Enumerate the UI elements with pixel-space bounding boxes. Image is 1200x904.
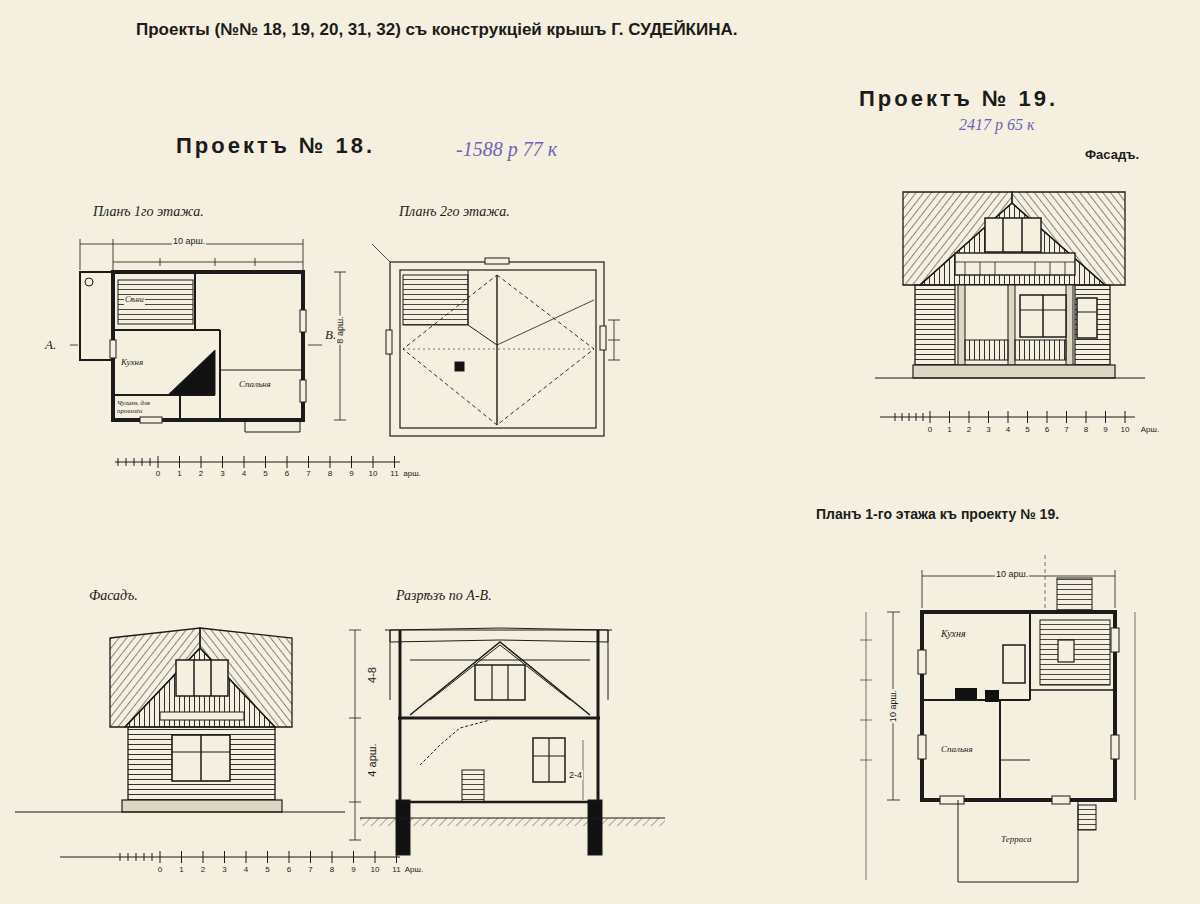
drawing-label: Проектъ № 18. bbox=[175, 133, 376, 158]
scale-number: 11 bbox=[389, 469, 399, 478]
room-label: Спальня bbox=[940, 745, 974, 755]
plan-19-first-floor bbox=[860, 555, 1135, 882]
room-label: Кухня bbox=[940, 628, 967, 639]
scale-number: 8 bbox=[329, 865, 335, 874]
drawing-label: Фасадъ. bbox=[1084, 148, 1140, 163]
scale-number: 1 bbox=[946, 425, 952, 434]
scale-number: 3 bbox=[221, 865, 227, 874]
room-name: Кухня bbox=[941, 628, 966, 639]
scale-number: 2 bbox=[198, 469, 204, 478]
scale-number: 0 bbox=[155, 469, 161, 478]
drawing-label: Планъ 2го этажа. bbox=[398, 204, 511, 220]
scale-number: 10 bbox=[1120, 425, 1131, 434]
scale-number: 6 bbox=[284, 469, 290, 478]
scale-number: 5 bbox=[262, 469, 268, 478]
drawing-label: Планъ 1-го этажа къ проекту № 19. bbox=[815, 506, 1060, 522]
plan-18-first-floor bbox=[70, 239, 346, 432]
sheet-title: Проекты (№№ 18, 19, 20, 31, 32) съ конст… bbox=[135, 20, 738, 40]
drawing-label: 4-8 bbox=[366, 666, 379, 684]
scale-number: 9 bbox=[350, 865, 356, 874]
drawing-label: Проектъ № 19. bbox=[858, 86, 1059, 111]
room-name: Кухня bbox=[121, 358, 143, 368]
drawing-label: 2417 р 65 к bbox=[958, 116, 1035, 134]
drawing-label: 10 арш. bbox=[172, 236, 206, 246]
scale-number: 10 bbox=[368, 469, 379, 478]
scale-number: арш. bbox=[402, 469, 422, 478]
drawing-label: 2-4 bbox=[568, 770, 583, 780]
scale-number: 1 bbox=[176, 469, 182, 478]
scale-number: 9 bbox=[1102, 425, 1108, 434]
scale-number: 0 bbox=[157, 865, 163, 874]
scale-number: 4 bbox=[1005, 425, 1011, 434]
scale-number: 1 bbox=[178, 865, 184, 874]
scale-bar bbox=[115, 456, 400, 468]
drawing-label: 10 арш. bbox=[888, 689, 898, 723]
scale-bar bbox=[60, 851, 400, 863]
scale-number: 4 bbox=[241, 469, 247, 478]
scale-number: 6 bbox=[1044, 425, 1050, 434]
drawing-label: Планъ 1го этажа. bbox=[92, 204, 205, 220]
room-label: Кухня bbox=[120, 358, 144, 368]
drawing-label: Фасадъ. bbox=[88, 588, 139, 604]
scale-number: 11 bbox=[391, 865, 401, 874]
scale-number: 2 bbox=[966, 425, 972, 434]
scale-number: 9 bbox=[348, 469, 354, 478]
scale-number: 3 bbox=[985, 425, 991, 434]
room-name: Сѣни bbox=[125, 296, 144, 305]
room-label: Спальня bbox=[238, 380, 272, 390]
room-name: Чуланъ для провизіи bbox=[117, 400, 177, 415]
scale-number: 8 bbox=[1083, 425, 1089, 434]
scale-number: 8 bbox=[327, 469, 333, 478]
scale-number: Арш. bbox=[404, 865, 424, 874]
drawing-label: В. bbox=[324, 328, 337, 343]
scale-number: 6 bbox=[286, 865, 292, 874]
scale-number: 2 bbox=[200, 865, 206, 874]
room-name: Спальня bbox=[239, 380, 271, 390]
section-a-b bbox=[349, 628, 665, 855]
scale-number: 10 bbox=[370, 865, 381, 874]
room-name: Спальня bbox=[941, 745, 973, 755]
scale-number: 5 bbox=[1024, 425, 1030, 434]
plan-18-second-floor bbox=[372, 244, 620, 436]
room-label: Сѣни bbox=[124, 296, 145, 305]
room-name: Терраса bbox=[1001, 835, 1031, 845]
room-label: Терраса bbox=[1000, 835, 1032, 845]
drawing-label: 4 арш. bbox=[366, 742, 379, 777]
drawing-label: А. bbox=[44, 338, 57, 353]
drawing-label: Разрѣзъ по А-В. bbox=[395, 588, 493, 604]
scale-number: 7 bbox=[307, 865, 313, 874]
facade-18 bbox=[15, 628, 345, 812]
scale-number: Арш. bbox=[1140, 425, 1160, 434]
scale-number: 5 bbox=[264, 865, 270, 874]
room-label: Чуланъ для провизіи bbox=[116, 400, 178, 415]
scale-bar bbox=[880, 411, 1135, 423]
scale-number: 0 bbox=[927, 425, 933, 434]
drawing-label: 10 арш. bbox=[995, 569, 1029, 579]
scale-number: 7 bbox=[305, 469, 311, 478]
scale-number: 7 bbox=[1063, 425, 1069, 434]
scale-number: 4 bbox=[243, 865, 249, 874]
facade-19 bbox=[875, 192, 1145, 378]
drawing-label: -1588 р 77 к bbox=[455, 138, 558, 161]
scale-number: 3 bbox=[219, 469, 225, 478]
